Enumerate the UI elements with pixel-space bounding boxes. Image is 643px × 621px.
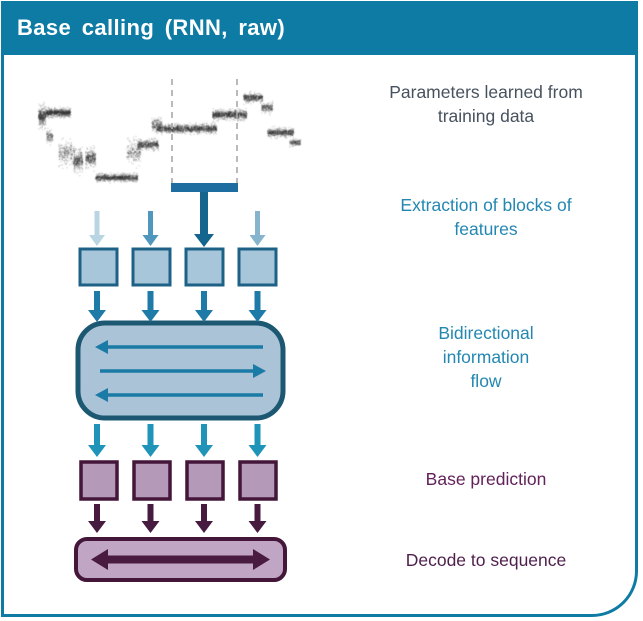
feature-arrow-2	[142, 211, 159, 246]
prediction-block-3	[185, 460, 225, 501]
rnn-output-arrow-4	[248, 424, 267, 457]
prediction-block-2	[132, 460, 172, 501]
feature-window-bar	[171, 183, 238, 192]
bidirectional-arrow-1	[95, 340, 263, 354]
bidirectional-arrow-3	[95, 388, 263, 402]
feature-arrow-4	[249, 211, 266, 246]
feature-arrow-1	[89, 211, 105, 246]
prediction-block-1	[79, 460, 119, 501]
feature-block-3	[184, 247, 225, 287]
rnn-input-arrow-3	[195, 291, 213, 322]
prediction-arrow-1	[88, 504, 106, 533]
rnn-input-arrow-1	[88, 291, 106, 322]
feature-block-1	[78, 247, 119, 287]
label-bidirectional: Bidirectional information flow	[438, 323, 534, 392]
rnn-input-arrow-4	[248, 291, 267, 322]
prediction-arrow-4	[248, 504, 267, 533]
page-title: Base calling (RNN, raw)	[17, 15, 286, 40]
title-bar: Base calling (RNN, raw)	[1, 1, 638, 55]
feature-block-2	[131, 247, 172, 287]
label-parameters: Parameters learned from training data	[389, 82, 583, 127]
feature-arrow-3	[194, 192, 214, 247]
rnn-output-arrow-3	[195, 424, 213, 457]
label-base-prediction: Base prediction	[425, 469, 547, 489]
rnn-input-arrow-2	[141, 291, 160, 322]
feature-block-4	[237, 247, 278, 287]
prediction-arrow-3	[195, 504, 213, 533]
rnn-output-arrow-1	[88, 424, 106, 457]
prediction-arrow-2	[141, 504, 160, 533]
rnn-output-arrow-2	[141, 424, 160, 457]
label-decode: Decode to sequence	[405, 550, 567, 570]
label-extraction: Extraction of blocks of features	[400, 195, 572, 240]
bidirectional-arrow-2	[100, 364, 266, 378]
decode-sequence-arrow	[91, 549, 270, 570]
prediction-block-4	[238, 460, 278, 501]
